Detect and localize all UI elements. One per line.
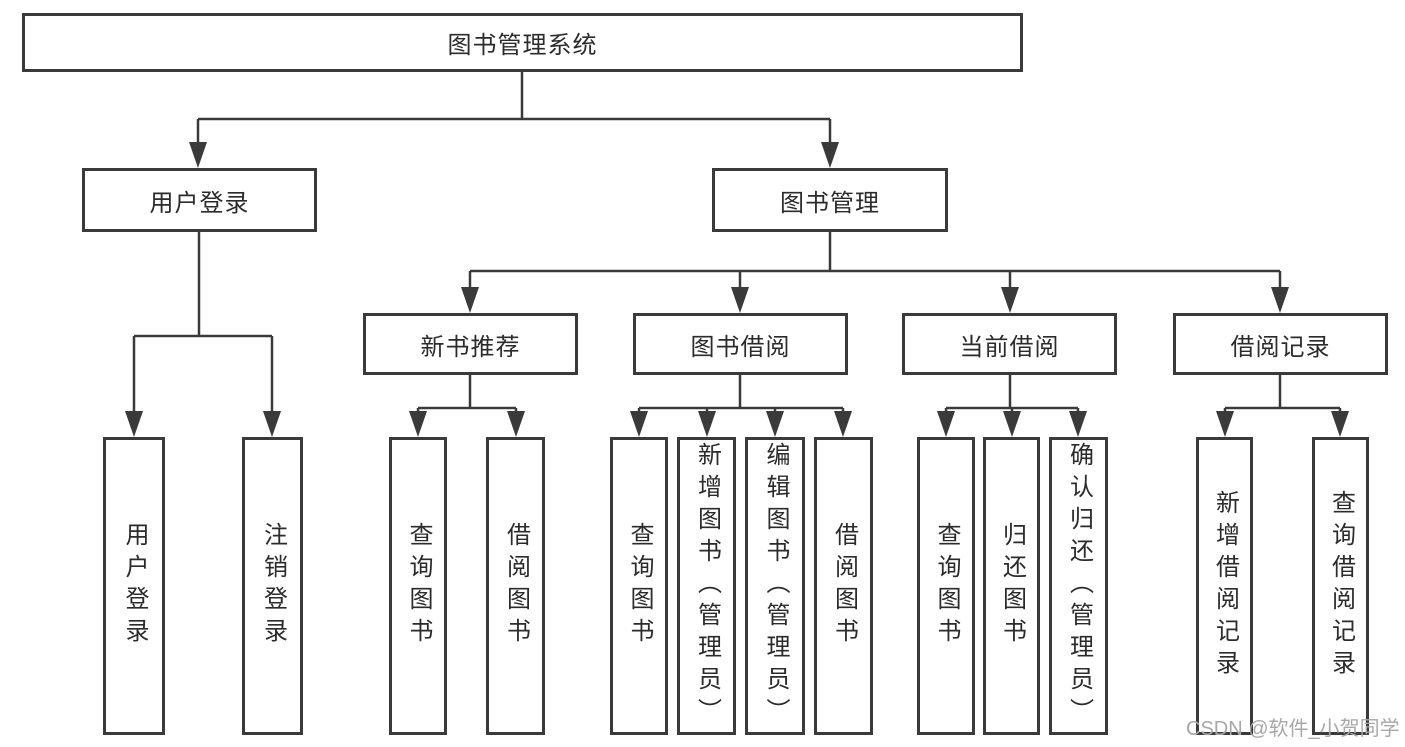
- node-label: 新书推荐: [420, 333, 521, 361]
- node-label: 借阅记录: [1230, 333, 1331, 361]
- leaf-user-login: 用户登录: [103, 437, 165, 735]
- watermark: CSDN @软件_小贺同学: [1186, 718, 1400, 740]
- arrowhead-icon: [937, 411, 955, 437]
- leaf-logout: 注销登录: [242, 437, 303, 735]
- leaf-query-borrow-record: 查询借阅记录: [1312, 437, 1369, 735]
- node-borrow-records: 借阅记录: [1173, 313, 1388, 375]
- node-label: 用户登录: [121, 522, 148, 650]
- node-label: 新增图书（管理员）: [693, 442, 721, 730]
- arrowhead-icon: [834, 411, 852, 437]
- arrowhead-icon: [1216, 411, 1234, 437]
- arrowhead-icon: [461, 287, 479, 313]
- node-label: 借阅图书: [830, 522, 858, 650]
- node-label: 用户登录: [149, 189, 250, 217]
- node-book-borrow: 图书借阅: [633, 313, 848, 375]
- node-label: 查询借阅记录: [1327, 490, 1355, 682]
- leaf-borrow-books-recommend: 借阅图书: [486, 437, 545, 735]
- arrowhead-icon: [1331, 411, 1349, 437]
- leaf-edit-book-admin: 编辑图书（管理员）: [745, 437, 805, 735]
- leaf-query-books-recommend: 查询图书: [389, 437, 447, 735]
- node-label: 查询图书: [933, 522, 960, 650]
- node-current-borrow: 当前借阅: [902, 313, 1117, 375]
- node-label: 图书借阅: [690, 333, 791, 361]
- arrowhead-icon: [1001, 287, 1019, 313]
- arrowhead-icon: [1271, 287, 1289, 313]
- leaf-query-books-borrow: 查询图书: [610, 437, 668, 735]
- leaf-add-borrow-record: 新增借阅记录: [1196, 437, 1253, 735]
- leaf-confirm-return-admin: 确认归还（管理员）: [1049, 437, 1108, 735]
- arrowhead-icon: [125, 411, 143, 437]
- node-label: 注销登录: [259, 522, 287, 650]
- node-label: 归还图书: [998, 522, 1026, 650]
- node-label: 查询图书: [405, 522, 432, 650]
- arrowhead-icon: [409, 411, 427, 437]
- node-label: 图书管理: [780, 189, 880, 217]
- node-new-book-recommend: 新书推荐: [363, 313, 578, 375]
- node-root: 图书管理系统: [22, 13, 1023, 72]
- node-label: 图书管理系统: [447, 32, 598, 59]
- node-user-login: 用户登录: [82, 168, 317, 232]
- arrowhead-icon: [507, 411, 525, 437]
- arrowhead-icon: [1003, 411, 1021, 437]
- arrowheads: [125, 142, 1349, 437]
- leaf-borrow-books: 借阅图书: [814, 437, 873, 735]
- arrowhead-icon: [766, 411, 784, 437]
- arrowhead-icon: [1069, 411, 1087, 437]
- node-label: 新增借阅记录: [1211, 490, 1239, 682]
- node-book-management: 图书管理: [712, 168, 948, 232]
- arrowhead-icon: [821, 142, 839, 168]
- arrowhead-icon: [630, 411, 648, 437]
- node-label: 确认归还（管理员）: [1065, 442, 1093, 730]
- arrowhead-icon: [731, 287, 749, 313]
- node-label: 当前借阅: [959, 333, 1060, 361]
- arrowhead-icon: [189, 142, 207, 168]
- leaf-query-books-current: 查询图书: [917, 437, 975, 735]
- node-label: 借阅图书: [502, 522, 530, 650]
- node-label: 查询图书: [626, 522, 653, 650]
- arrowhead-icon: [698, 411, 716, 437]
- node-label: 编辑图书（管理员）: [762, 442, 789, 730]
- leaf-add-book-admin: 新增图书（管理员）: [677, 437, 736, 735]
- leaf-return-book: 归还图书: [983, 437, 1040, 735]
- arrowhead-icon: [263, 411, 281, 437]
